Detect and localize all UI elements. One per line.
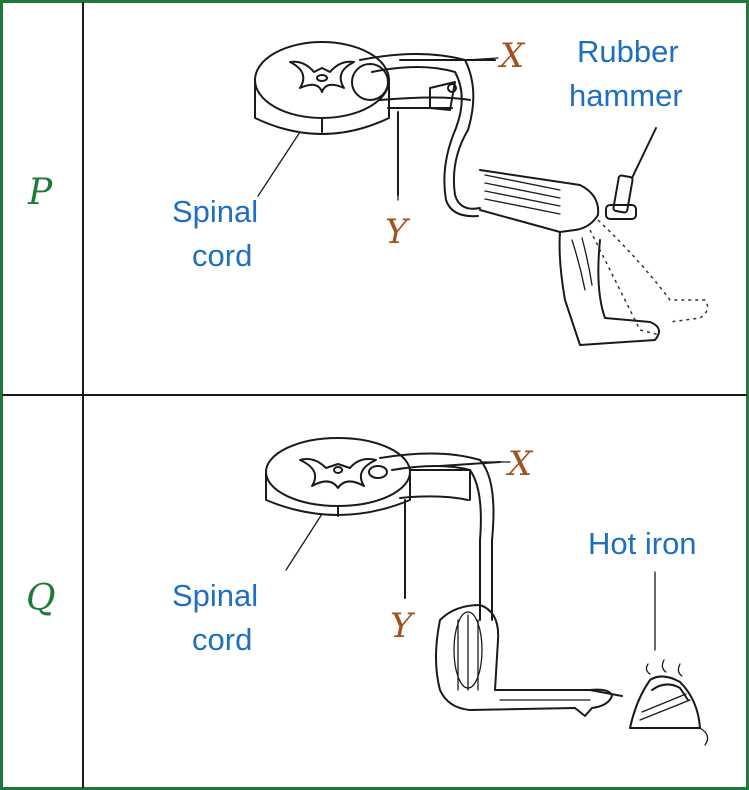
p-y-label: Y [385,212,408,252]
spinal-cord-cross-section-icon-q [265,437,411,517]
rubber-hammer-icon [605,127,657,220]
q-nerve-fibres [379,452,501,621]
row-label-p: P [28,172,53,213]
p-stimulus-label-line1: Rubber [577,34,679,69]
p-x-label: X [500,36,525,76]
p-stimulus-label-line2: hammer [569,78,683,113]
p-spinal-cord-label-line2: cord [192,238,253,273]
q-spinal-cord-label-line2: cord [192,622,253,657]
q-stimulus-label: Hot iron [588,526,697,561]
row-label-q: Q [26,578,56,619]
p-nerve-fibres [359,53,496,218]
q-x-label: X [508,444,533,484]
q-y-label: Y [390,606,413,646]
leg-knee-jerk-icon [479,169,709,346]
q-spinal-cord-label-line1: Spinal [172,578,259,613]
spinal-cord-cross-section-icon [254,41,390,135]
arm-withdrawal-icon [435,604,623,717]
p-spinal-cord-label-line1: Spinal [172,194,259,229]
hot-iron-icon [629,659,709,746]
